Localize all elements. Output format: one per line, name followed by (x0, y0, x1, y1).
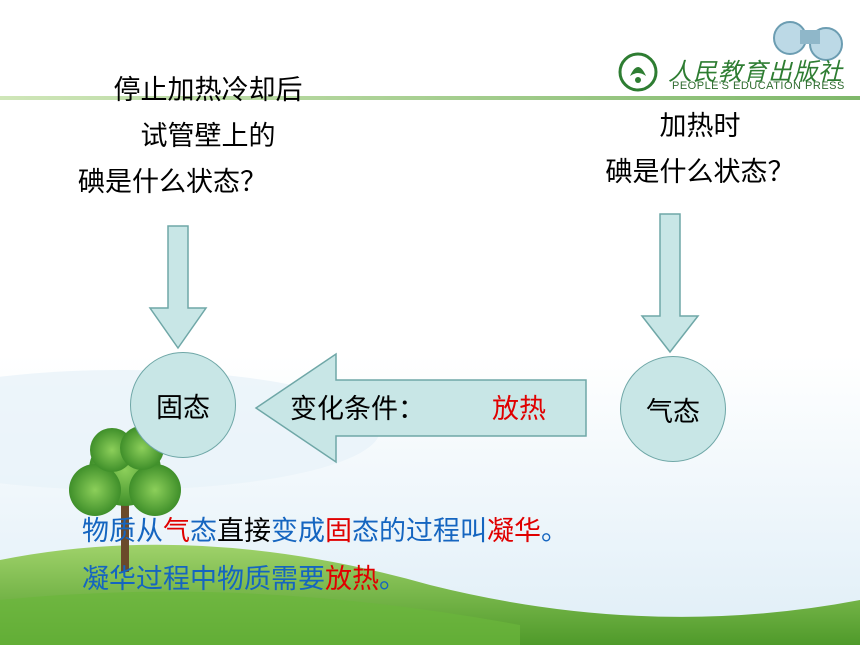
publisher-name-en: PEOPLE'S EDUCATION PRESS (672, 80, 845, 92)
state-gas-label: 气态 (646, 396, 700, 428)
def-seg4: 直接 (217, 516, 271, 547)
question-right-line2: 碘是什么状态？ (605, 157, 795, 188)
note-seg1: 凝华过程中物质需要 (82, 564, 325, 595)
note-seg3: 。 (379, 564, 406, 595)
def-seg3: 态 (190, 516, 217, 547)
question-right: 加热时 碘是什么状态？ (570, 104, 830, 196)
def-seg6: 固 (325, 516, 352, 547)
question-left: 停止加热冷却后 试管壁上的 碘是什么状态？ (78, 68, 338, 206)
tree-canopy (69, 426, 181, 516)
tree-trunk (121, 500, 129, 572)
binoculars-icon (773, 21, 843, 61)
state-gas-circle: 气态 (620, 356, 726, 462)
state-solid-circle: 固态 (130, 352, 236, 458)
definition-line: 物质从气态直接变成固态的过程叫凝华。 (82, 512, 568, 552)
def-seg9: 。 (541, 516, 568, 547)
def-seg7: 态的过程叫 (352, 516, 487, 547)
down-arrow-left (148, 225, 208, 350)
question-left-line3: 碘是什么状态？ (78, 167, 267, 198)
down-arrow-right (640, 213, 700, 354)
note-seg2: 放热 (325, 564, 379, 595)
change-condition-label: 变化条件： (290, 394, 425, 425)
left-arrow (254, 352, 587, 464)
question-left-line1: 停止加热冷却后 (113, 75, 303, 106)
publisher-logo-icon (618, 52, 658, 92)
state-solid-label: 固态 (156, 392, 210, 424)
def-seg2: 气 (163, 516, 190, 547)
publisher-name-cn: 人民教育出版社 (668, 58, 843, 86)
note-line: 凝华过程中物质需要放热。 (82, 560, 406, 600)
change-condition-value: 放热 (492, 394, 546, 425)
def-seg5: 变成 (271, 516, 325, 547)
question-right-line1: 加热时 (659, 111, 741, 142)
def-seg8: 凝华 (487, 516, 541, 547)
question-left-line2: 试管壁上的 (140, 121, 276, 152)
header-divider (0, 96, 860, 100)
def-seg1: 物质从 (82, 516, 163, 547)
